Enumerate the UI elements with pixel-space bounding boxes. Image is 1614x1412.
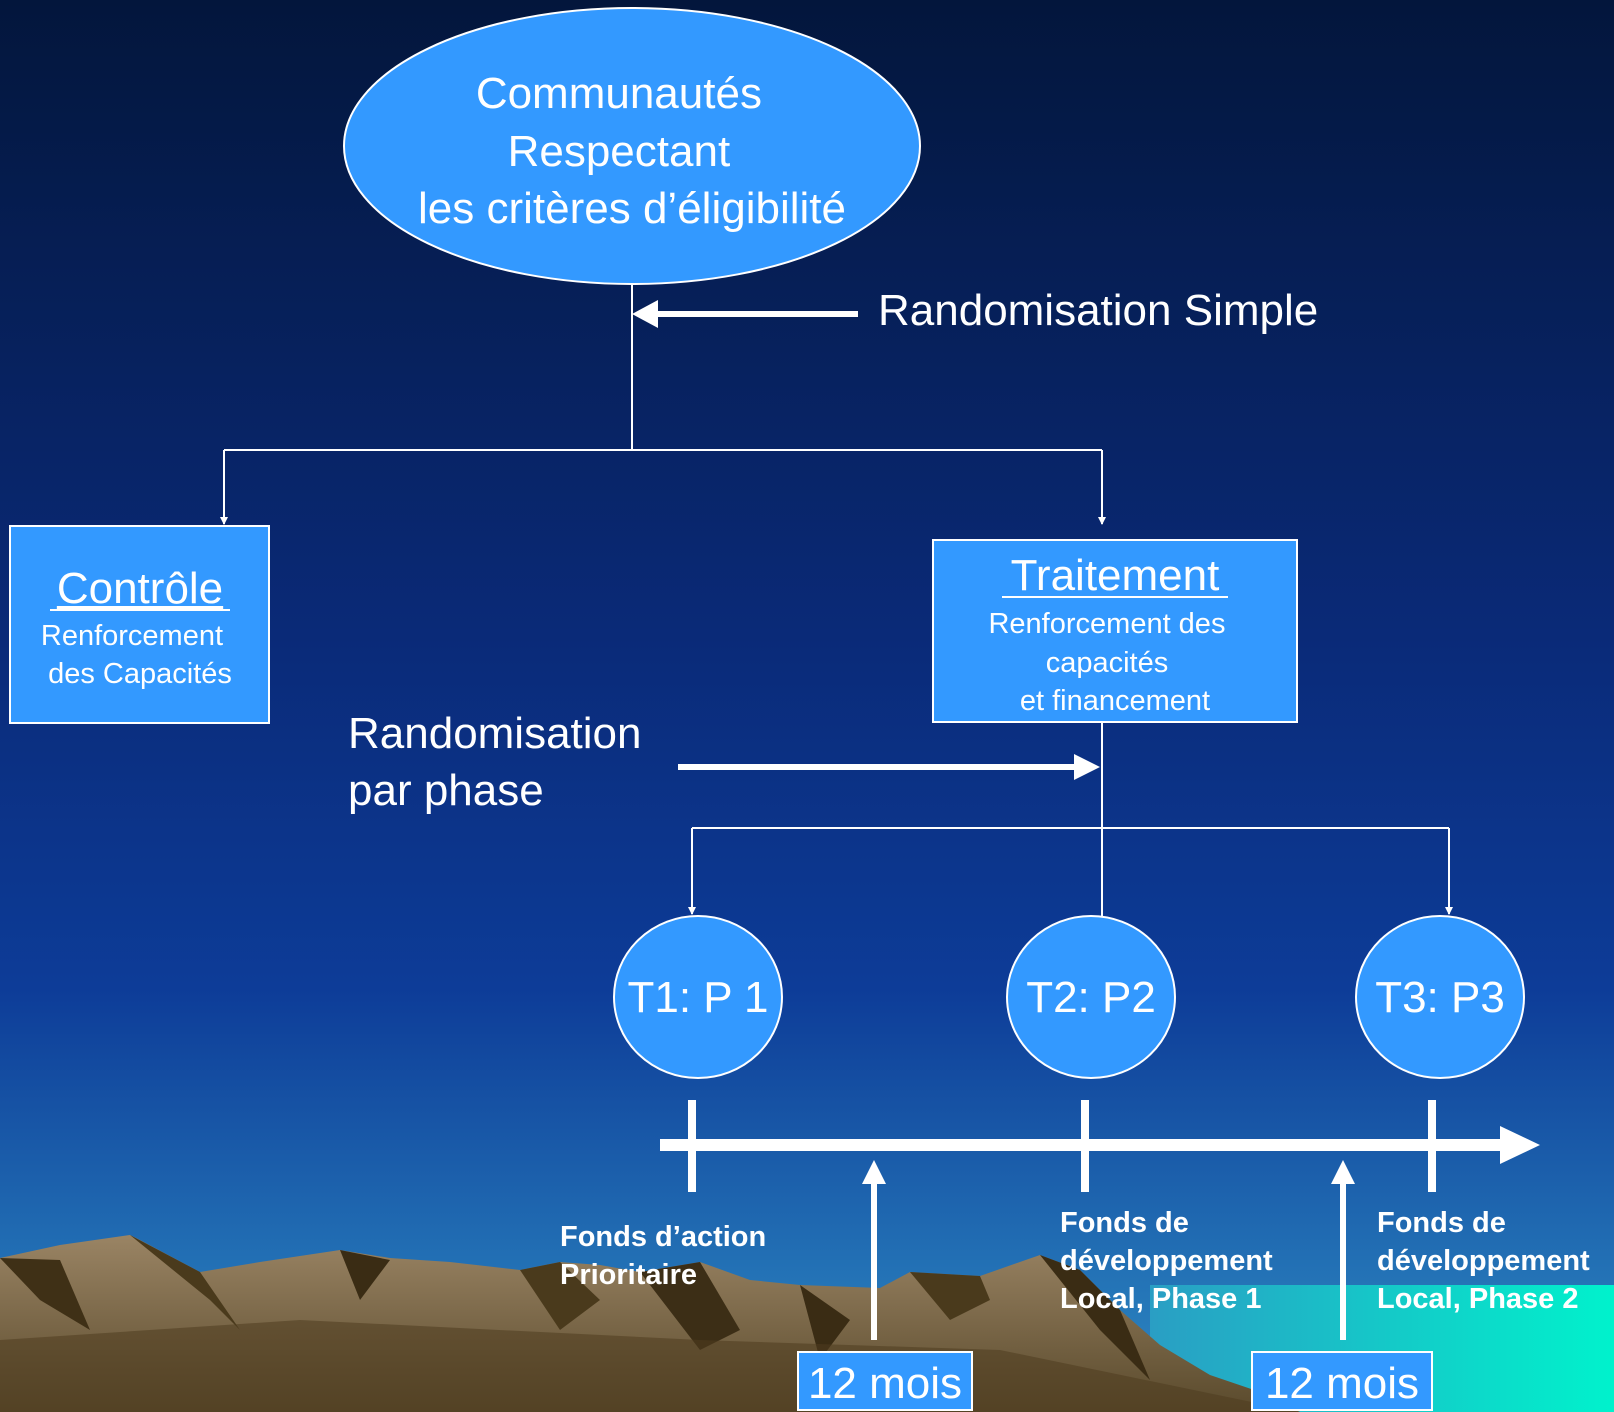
mountain-landscape: [0, 1235, 1300, 1412]
treatment-line-1: Renforcement des: [988, 608, 1225, 640]
control-title: Contrôle: [57, 564, 223, 613]
svg-text:Fonds de développement: Fonds de développement Local, Phase 2: [1377, 1207, 1598, 1315]
phase-node-t1: [613, 915, 783, 1079]
fund-1-line-2: Prioritaire: [560, 1259, 697, 1291]
svg-text:Randomisation par phase: Randomisation par phase: [348, 709, 654, 815]
duration-box-2: [1251, 1351, 1433, 1411]
root-line-2: Respectant: [508, 127, 731, 176]
svg-text:Renforcement des Capacités: Renforcement des Capacités: [41, 620, 232, 690]
randomisation-phase-line-1: Randomisation: [348, 709, 642, 758]
treatment-line-3: et financement: [1020, 685, 1210, 717]
phase-node-t3: [1355, 915, 1525, 1079]
svg-text:Fonds de développement: Fonds de développement Local, Phase 1: [1060, 1207, 1281, 1315]
treatment-box: [932, 539, 1298, 723]
duration-label-1: 12 mois: [808, 1359, 962, 1408]
root-line-1: Communautés: [476, 69, 762, 118]
phase-label-t1: T1: P 1: [627, 973, 768, 1022]
fund-2-line-3: Local, Phase 1: [1060, 1283, 1262, 1315]
fund-1-line-1: Fonds d’action: [560, 1221, 766, 1253]
timeline-arrowhead: [1500, 1126, 1540, 1164]
treatment-line-2: capacités: [1046, 647, 1169, 679]
duration-box-1: [797, 1351, 973, 1411]
svg-text:Fonds d’action Prioritaire: Fonds d’action Prioritaire: [560, 1221, 774, 1291]
phase-node-t2: [1006, 915, 1176, 1079]
fund-3-line-2: développement: [1377, 1245, 1590, 1277]
duration-label-2: 12 mois: [1265, 1359, 1419, 1408]
svg-text:Communautés Respectant: Communautés Respectant les critères d’él…: [418, 69, 846, 233]
randomisation-simple-label: Randomisation Simple: [878, 286, 1318, 335]
fund-3-line-3: Local, Phase 2: [1377, 1283, 1579, 1315]
treatment-title: Traitement: [1011, 551, 1220, 600]
control-line-1: Renforcement: [41, 620, 223, 652]
fund-3-line-1: Fonds de: [1377, 1207, 1506, 1239]
randomisation-phase-line-2: par phase: [348, 766, 544, 815]
svg-text:Renforcement des capacités: Renforcement des capacités et financemen…: [988, 608, 1233, 717]
phase-label-t2: T2: P2: [1026, 973, 1156, 1022]
fund-2-line-1: Fonds de: [1060, 1207, 1189, 1239]
phase-label-t3: T3: P3: [1375, 973, 1505, 1022]
control-line-2: des Capacités: [48, 658, 232, 690]
root-line-3: les critères d’éligibilité: [418, 184, 846, 233]
control-box: [9, 525, 270, 724]
fund-2-line-2: développement: [1060, 1245, 1273, 1277]
